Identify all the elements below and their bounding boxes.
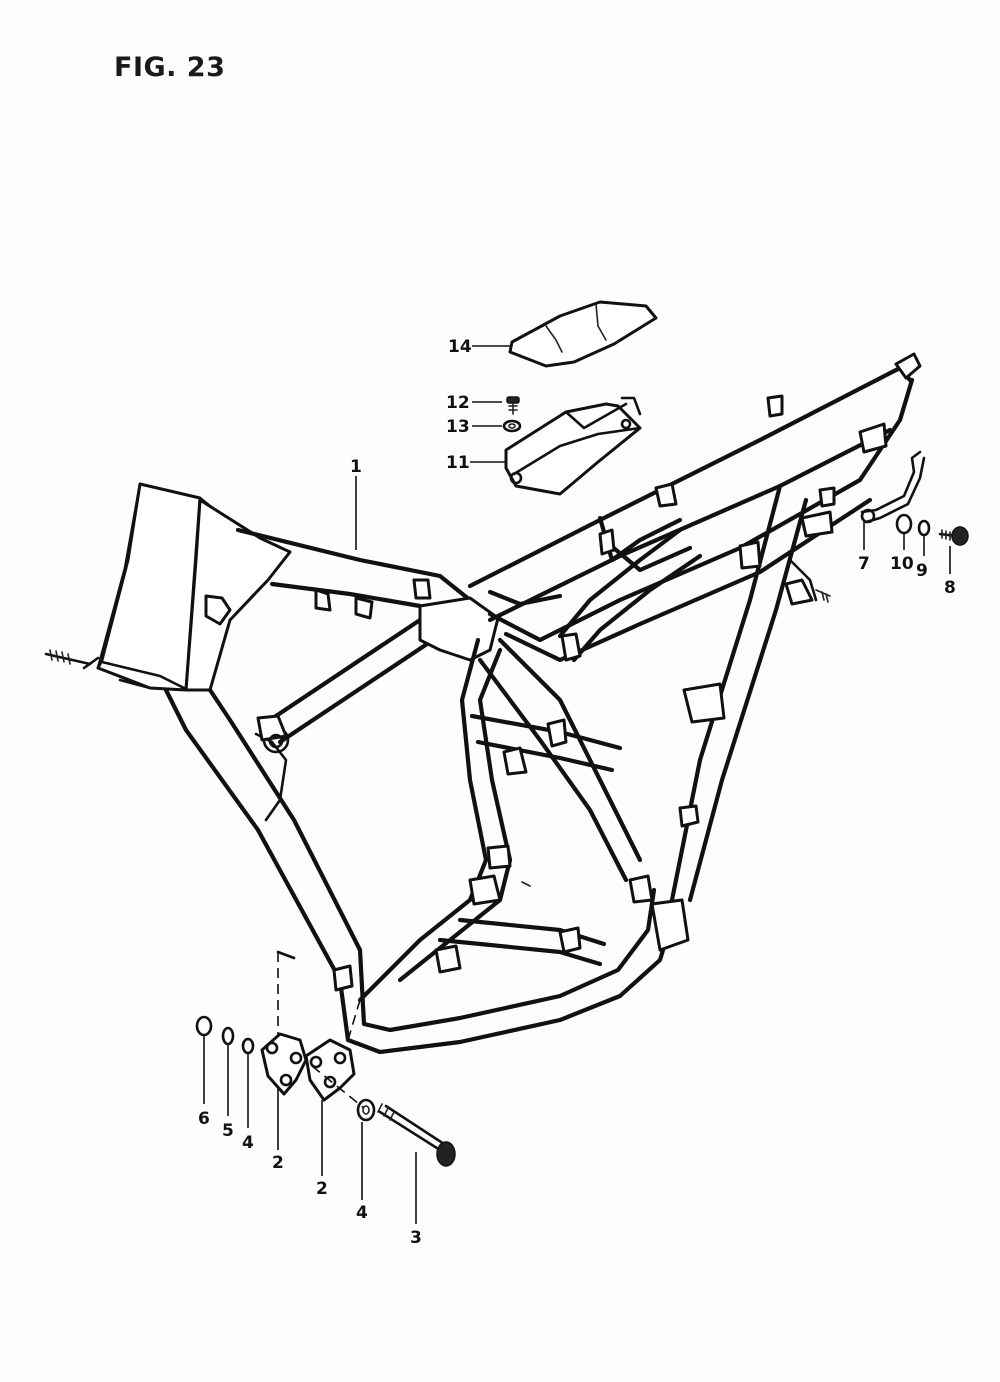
lower-cradle: [337, 917, 675, 1055]
callout-5: 5: [222, 1121, 234, 1141]
callout-2-right: 2: [316, 1179, 328, 1199]
washer-part-4-left: [241, 1037, 255, 1055]
callout-3: 3: [410, 1228, 422, 1248]
center-junction: [418, 596, 500, 662]
bolt-part-12: [506, 396, 520, 415]
callout-6: 6: [198, 1109, 210, 1129]
callout-1: 1: [350, 457, 362, 477]
tail-tab: [894, 352, 922, 380]
callout-13: 13: [446, 417, 470, 437]
callout-7: 7: [858, 554, 870, 574]
bracket-part-7: [860, 450, 926, 524]
plate-part-2-left: [260, 1032, 308, 1096]
seat-cover-part-14: [508, 300, 658, 368]
top-tube: [235, 527, 473, 603]
steering-head: [96, 482, 202, 692]
seat-bracket-part-11: [504, 396, 642, 496]
bolt-part-3: [377, 1103, 456, 1167]
callout-4-right: 4: [356, 1203, 368, 1223]
bolt-part-8: [938, 526, 969, 546]
callout-10: 10: [890, 554, 914, 574]
washer-part-13: [502, 419, 522, 433]
nut-part-6: [195, 1015, 213, 1037]
callout-14: 14: [448, 337, 472, 357]
head-gusset: [184, 498, 292, 692]
figure-title: FIG. 23: [114, 52, 226, 83]
washer-part-5: [221, 1026, 235, 1046]
rear-down-tube: [669, 483, 783, 903]
callout-4-left: 4: [242, 1133, 254, 1153]
callout-8: 8: [944, 578, 956, 598]
washer-part-4-right: [356, 1098, 376, 1122]
callout-11: 11: [446, 453, 470, 473]
callout-12: 12: [446, 393, 470, 413]
nut-part-10: [895, 513, 913, 535]
callout-2-left: 2: [272, 1153, 284, 1173]
leader-lines: [203, 345, 951, 1224]
plate-part-2-right: [304, 1038, 356, 1102]
washer-part-9: [917, 519, 931, 537]
down-tube-front: [163, 687, 343, 983]
callout-9: 9: [916, 561, 928, 581]
frame-body: [44, 352, 922, 1055]
